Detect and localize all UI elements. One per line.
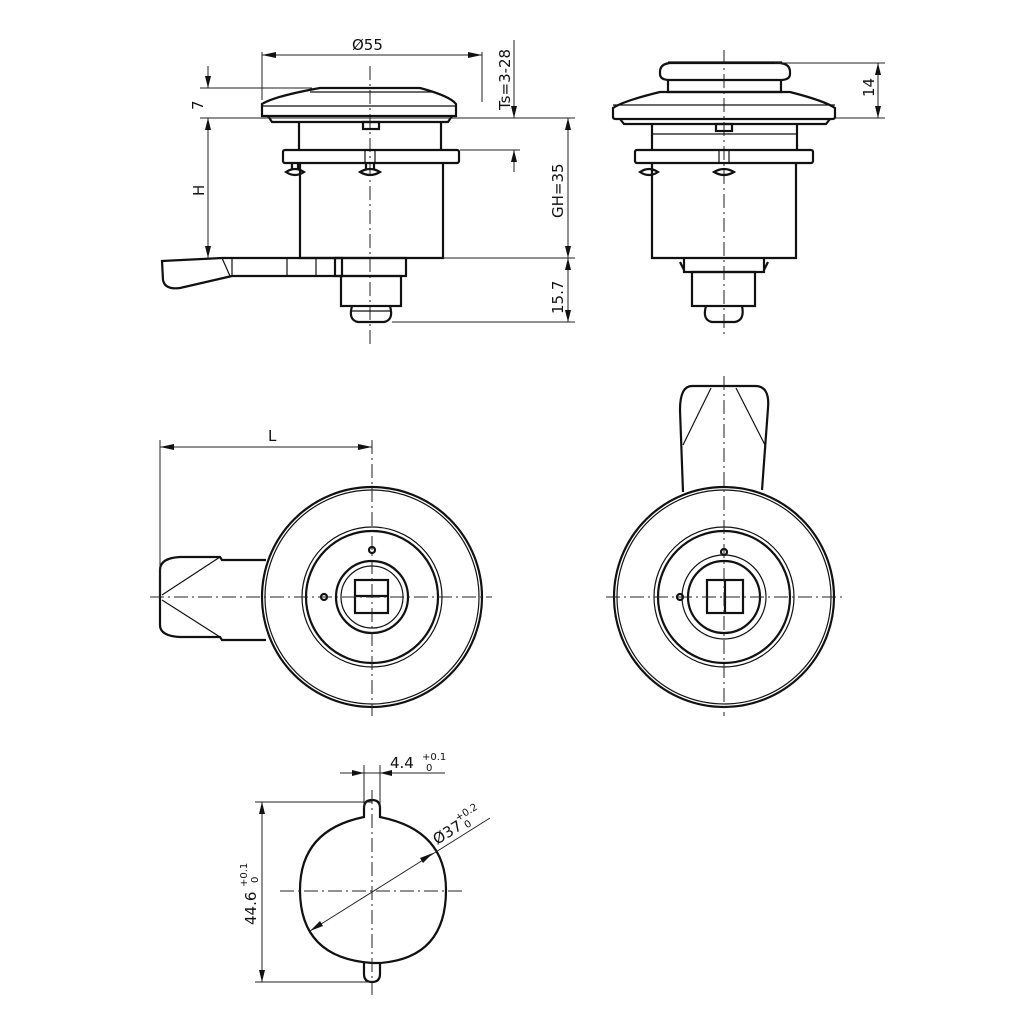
- dim-height-7: 7: [189, 100, 207, 110]
- dim-button-height: 14: [860, 78, 878, 97]
- dim-cutout-diameter-tol-lower: 0: [463, 819, 474, 832]
- dim-height-h: H: [190, 185, 208, 196]
- front-view-lever: Ø55 7 H Ts=3-28 GH=35 15.7: [160, 36, 575, 345]
- panel-cutout: Ø37 +0.2 0 4.4 +0.1 0 44.6 +0.1 0: [239, 752, 491, 995]
- top-view-left: L: [150, 427, 492, 716]
- side-view: [611, 50, 837, 335]
- dim-cutout-height-tol-upper: +0.1: [239, 863, 250, 887]
- dim-tab-width-tol-lower: 0: [426, 763, 432, 774]
- dim-cutout-height: 44.6: [242, 892, 260, 925]
- dim-thickness: Ts=3-28: [496, 49, 514, 111]
- dim-grip-height: GH=35: [549, 163, 567, 218]
- dim-cutout-height-tol-lower: 0: [250, 877, 261, 883]
- top-view-right: [606, 376, 842, 716]
- dim-tab-width: 4.4: [390, 754, 414, 772]
- dim-bottom: 15.7: [549, 281, 567, 314]
- side-view-dims: 14: [775, 62, 885, 119]
- dim-diameter-55: Ø55: [352, 36, 383, 54]
- dim-length-l: L: [268, 427, 277, 445]
- dim-tab-width-tol-upper: +0.1: [422, 752, 446, 763]
